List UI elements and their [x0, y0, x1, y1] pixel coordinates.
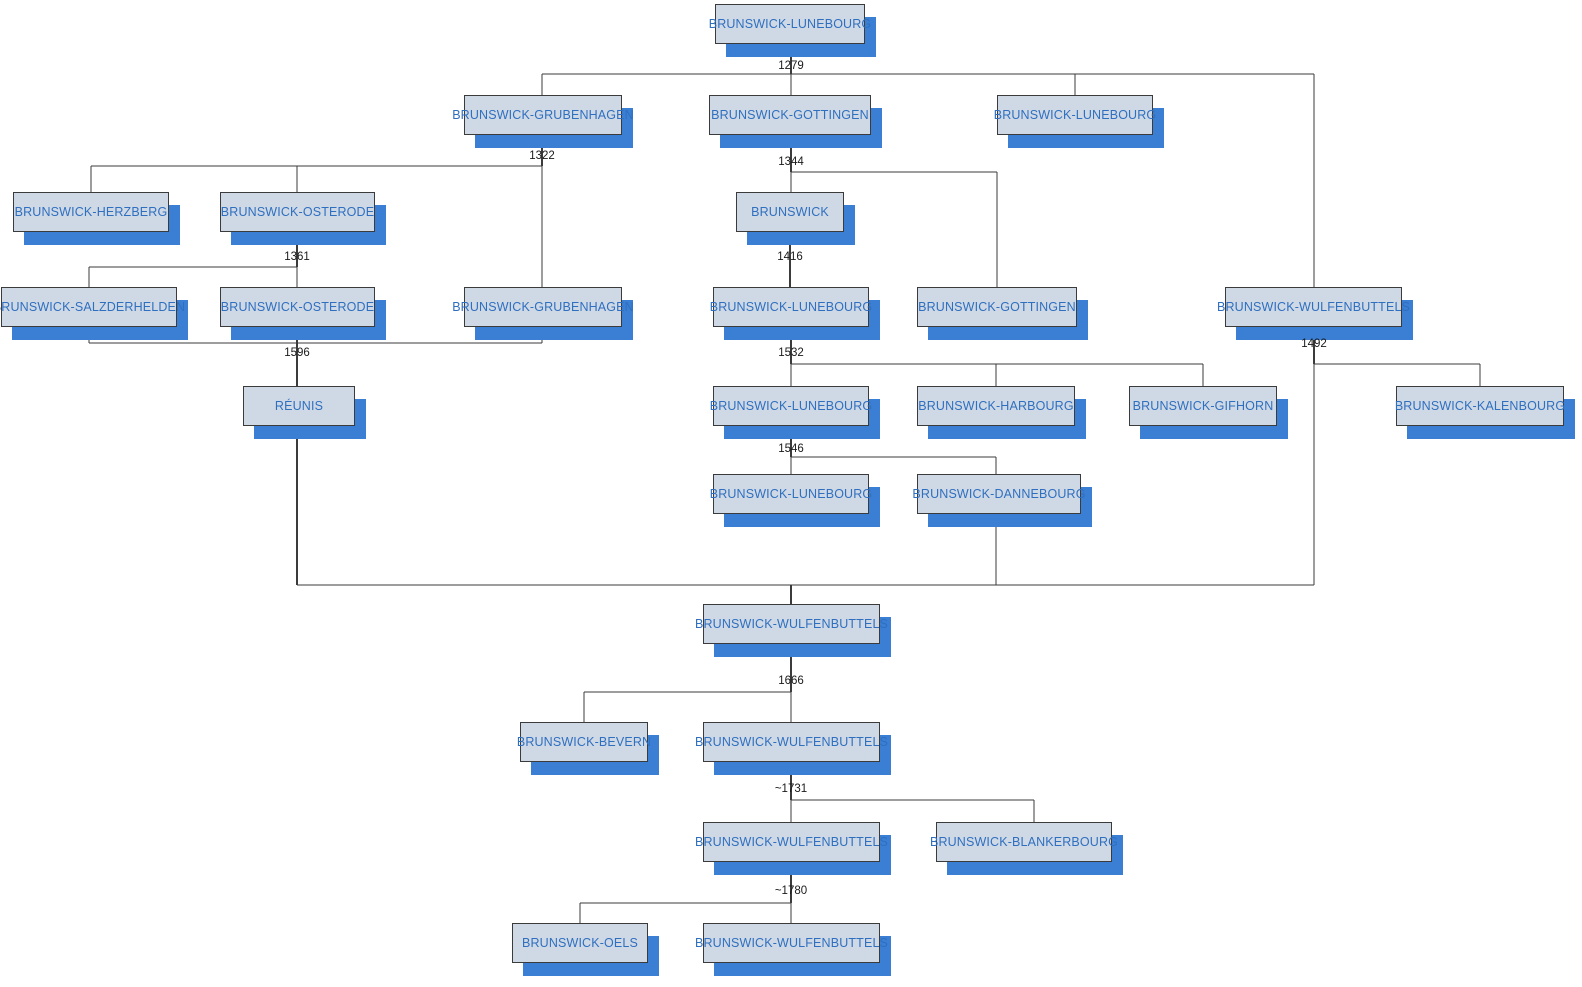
edge-date-1416: 1416 — [777, 251, 803, 263]
node-box: BRUNSWICK-GRUBENHAGEN — [452, 287, 634, 327]
node-label: BRUNSWICK-WULFENBUTTELS — [694, 834, 889, 849]
node-box: BRUNSWICK-WULFENBUTTELS — [695, 722, 888, 762]
node-brunswick-lunebourg-1[interactable]: BRUNSWICK-LUNEBOURG — [994, 95, 1164, 148]
edge-date-1666: 1666 — [778, 675, 804, 687]
node-label: BRUNSWICK-GIFHORN — [1132, 398, 1274, 413]
node-label: BRUNSWICK-HARBOURG — [918, 398, 1074, 413]
node-label: BRUNSWICK-WULFENBUTTELS — [694, 935, 889, 950]
node-label: BRUNSWICK-LUNEBOURG — [993, 107, 1157, 122]
node-box: BRUNSWICK-LUNEBOURG — [709, 4, 871, 44]
node-box: BRUNSWICK-LUNEBOURG — [710, 386, 872, 426]
node-box: BRUNSWICK-HARBOURG — [917, 386, 1075, 426]
node-label: BRUNSWICK-WULFENBUTTELS — [694, 734, 889, 749]
edge-date-1361: 1361 — [284, 251, 310, 263]
node-label: BRUNSWICK-LUNEBOURG — [709, 299, 873, 314]
node-brunswick-oels[interactable]: BRUNSWICK-OELS — [512, 923, 659, 976]
node-brunswick-bevern[interactable]: BRUNSWICK-BEVERN — [516, 722, 659, 775]
node-label: BRUNSWICK-GOTTINGEN — [918, 299, 1076, 314]
node-box: BRUNSWICK-OELS — [512, 923, 648, 963]
node-brunswick-dannebourg[interactable]: BRUNSWICK-DANNEBOURG — [912, 474, 1092, 527]
edge-date-1546: 1546 — [778, 443, 804, 455]
node-box: BRUNSWICK-WULFENBUTTELS — [695, 923, 888, 963]
node-label: BRUNSWICK-KALENBOURG — [1394, 398, 1566, 413]
node-brunswick-lunebourg-root[interactable]: BRUNSWICK-LUNEBOURG — [709, 4, 876, 57]
node-brunswick-gifhorn[interactable]: BRUNSWICK-GIFHORN — [1129, 386, 1288, 439]
node-brunswick-gottingen-2[interactable]: BRUNSWICK-GOTTINGEN — [917, 287, 1088, 340]
node-label: BRUNSWICK-GRUBENHAGEN — [452, 107, 634, 122]
node-brunswick-osterode-2[interactable]: BRUNSWICK-OSTERODE — [220, 287, 386, 340]
node-box: BRUNSWICK-WULFENBUTTELS — [695, 822, 888, 862]
node-box: RÉUNIS — [243, 386, 355, 426]
node-box: BRUNSWICK-LUNEBOURG — [994, 95, 1156, 135]
node-brunswick-grubenhagen-2[interactable]: BRUNSWICK-GRUBENHAGEN — [452, 287, 634, 340]
node-box: BRUNSWICK-HERZBERG — [13, 192, 169, 232]
node-label: BRUNSWICK-SALZDERHELDEN — [0, 299, 186, 314]
node-brunswick-blankerbourg[interactable]: BRUNSWICK-BLANKERBOURG — [930, 822, 1123, 875]
node-brunswick-herzberg[interactable]: BRUNSWICK-HERZBERG — [13, 192, 180, 245]
node-box: BRUNSWICK-DANNEBOURG — [912, 474, 1085, 514]
node-brunswick-grubenhagen-1[interactable]: BRUNSWICK-GRUBENHAGEN — [452, 95, 634, 148]
edge-date-1279: 1279 — [778, 60, 804, 72]
node-box: BRUNSWICK-LUNEBOURG — [710, 287, 872, 327]
node-label: BRUNSWICK-OELS — [521, 935, 638, 950]
node-label: BRUNSWICK — [751, 204, 829, 219]
node-label: BRUNSWICK-LUNEBOURG — [709, 486, 873, 501]
node-brunswick-wulfenbuttels-4[interactable]: BRUNSWICK-WULFENBUTTELS — [695, 822, 891, 875]
node-label: BRUNSWICK-WULFENBUTTELS — [694, 616, 889, 631]
node-box: BRUNSWICK-SALZDERHELDEN — [0, 287, 185, 327]
node-box: BRUNSWICK-KALENBOURG — [1394, 386, 1566, 426]
node-brunswick-wulfenbuttels-3[interactable]: BRUNSWICK-WULFENBUTTELS — [695, 722, 891, 775]
node-brunswick-lunebourg-4[interactable]: BRUNSWICK-LUNEBOURG — [710, 474, 880, 527]
node-label: BRUNSWICK-LUNEBOURG — [709, 398, 873, 413]
node-brunswick-salzderhelden[interactable]: BRUNSWICK-SALZDERHELDEN — [0, 287, 188, 340]
node-brunswick-osterode-1[interactable]: BRUNSWICK-OSTERODE — [220, 192, 386, 245]
node-brunswick-gottingen-1[interactable]: BRUNSWICK-GOTTINGEN — [709, 95, 882, 148]
node-label: BRUNSWICK-BEVERN — [516, 734, 652, 749]
edge-date-1731: ~1731 — [774, 783, 808, 795]
node-brunswick-harbourg[interactable]: BRUNSWICK-HARBOURG — [917, 386, 1086, 439]
node-label: BRUNSWICK-DANNEBOURG — [912, 486, 1086, 501]
node-box: BRUNSWICK-OSTERODE — [220, 192, 375, 232]
node-box: BRUNSWICK-GOTTINGEN — [709, 95, 871, 135]
node-brunswick-kalenbourg[interactable]: BRUNSWICK-KALENBOURG — [1394, 386, 1575, 439]
node-brunswick-lunebourg-3[interactable]: BRUNSWICK-LUNEBOURG — [710, 386, 880, 439]
edge-date-1322: 1322 — [529, 150, 555, 162]
node-box: BRUNSWICK-WULFENBUTTELS — [695, 604, 888, 644]
node-box: BRUNSWICK-BLANKERBOURG — [930, 822, 1118, 862]
node-box: BRUNSWICK — [736, 192, 844, 232]
node-reunis[interactable]: RÉUNIS — [243, 386, 366, 439]
node-label: BRUNSWICK-WULFENBUTTELS — [1216, 299, 1411, 314]
node-box: BRUNSWICK-OSTERODE — [220, 287, 375, 327]
node-label: BRUNSWICK-GRUBENHAGEN — [452, 299, 634, 314]
edge-date-1344: 1344 — [778, 156, 804, 168]
node-brunswick-lunebourg-2[interactable]: BRUNSWICK-LUNEBOURG — [710, 287, 880, 340]
node-label: BRUNSWICK-LUNEBOURG — [708, 16, 872, 31]
node-brunswick[interactable]: BRUNSWICK — [736, 192, 855, 245]
node-label: BRUNSWICK-BLANKERBOURG — [929, 834, 1119, 849]
node-brunswick-wulfenbuttels-2[interactable]: BRUNSWICK-WULFENBUTTELS — [695, 604, 891, 657]
node-box: BRUNSWICK-GOTTINGEN — [917, 287, 1077, 327]
node-brunswick-wulfenbuttels-1[interactable]: BRUNSWICK-WULFENBUTTELS — [1217, 287, 1413, 340]
node-box: BRUNSWICK-GRUBENHAGEN — [452, 95, 634, 135]
node-box: BRUNSWICK-GIFHORN — [1129, 386, 1277, 426]
node-label: RÉUNIS — [274, 398, 324, 413]
edge-date-1596: 1596 — [284, 347, 310, 359]
node-label: BRUNSWICK-GOTTINGEN — [711, 107, 869, 122]
node-label: BRUNSWICK-OSTERODE — [220, 204, 375, 219]
edge-date-1780: ~1780 — [774, 885, 808, 897]
node-box: BRUNSWICK-LUNEBOURG — [710, 474, 872, 514]
node-brunswick-wulfenbuttels-5[interactable]: BRUNSWICK-WULFENBUTTELS — [695, 923, 891, 976]
node-box: BRUNSWICK-BEVERN — [516, 722, 652, 762]
edge-date-1492: 1492 — [1301, 338, 1327, 350]
node-label: BRUNSWICK-OSTERODE — [220, 299, 375, 314]
node-label: BRUNSWICK-HERZBERG — [14, 204, 168, 219]
edge-date-1532: 1532 — [778, 347, 804, 359]
node-box: BRUNSWICK-WULFENBUTTELS — [1217, 287, 1410, 327]
